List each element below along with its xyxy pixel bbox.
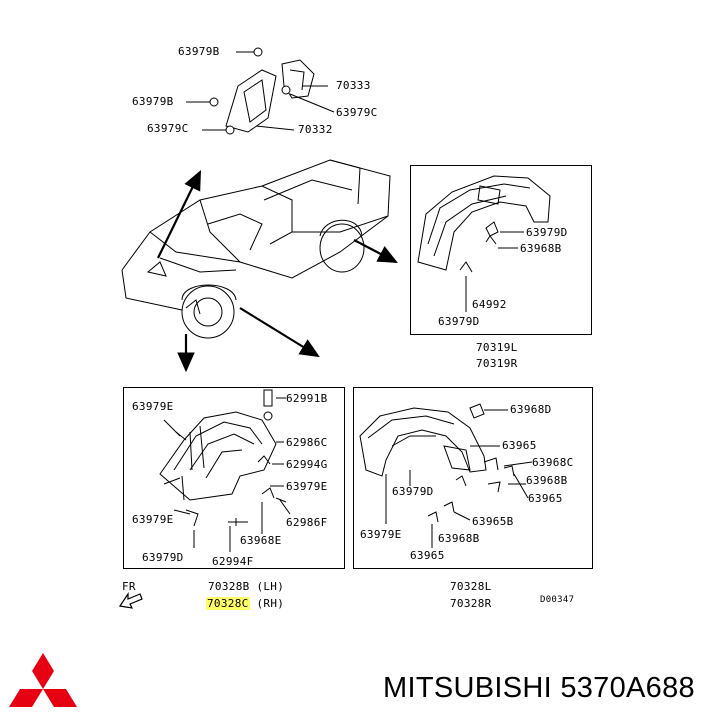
assembly-caption: 70319L [476,341,518,354]
front-liner-illustration [159,389,291,552]
assembly-caption: 70328L [450,580,492,593]
rear-liner-illustration [359,403,533,548]
callout-arrows [157,170,398,373]
assembly-caption-highlighted: 70328C (RH) [206,597,285,610]
part-label: 63979D [392,485,434,498]
part-label: 63979E [286,480,328,493]
part-label: 62986F [286,516,328,529]
part-label: 63968B [520,242,562,255]
part-label: 62991B [286,392,328,405]
part-label: 63979B [178,45,220,58]
pickup-truck-illustration [121,159,391,339]
part-label: 63979D [142,551,184,564]
diagram-code: D00347 [540,595,575,605]
brand-part-number: MITSUBISHI 5370A688 [383,672,695,704]
part-label: 63965B [472,515,514,528]
front-liner-box [123,387,345,569]
part-label: 63979E [360,528,402,541]
assembly-caption: 70328B (LH) [208,580,285,593]
top-splash-shield-illustration [186,47,335,135]
part-label: 63965 [410,549,445,562]
part-label: 63979B [132,95,174,108]
part-label: 63979D [438,315,480,328]
part-label: 63979D [526,226,568,239]
part-label: 63968C [532,456,574,469]
part-label: 63965 [528,492,563,505]
rear-mudguard-box [410,165,592,335]
part-label: 63968B [438,532,480,545]
part-label: 63979C [147,122,189,135]
part-label: 62986C [286,436,328,449]
part-label: 62994G [286,458,328,471]
mitsubishi-three-diamonds-logo [9,653,77,707]
front-direction-label: FR [122,580,136,593]
rear-liner-box [353,387,593,569]
part-label: 63968B [526,474,568,487]
part-label: 64992 [472,298,507,311]
part-label: 63968D [510,403,552,416]
part-label: 63965 [502,439,537,452]
part-label: 63979E [132,513,174,526]
part-label: 63979E [132,400,174,413]
side-suffix: (RH) [256,597,285,610]
part-label: 62994F [212,555,254,568]
part-label: 70332 [298,123,333,136]
rear-mudguard-illustration [417,175,551,312]
part-label: 70333 [336,79,371,92]
part-label: 63968E [240,534,282,547]
highlighted-part-number: 70328C [206,597,250,610]
part-label: 63979C [336,106,378,119]
assembly-caption: 70328R [450,597,492,610]
assembly-caption: 70319R [476,357,518,370]
front-direction-arrow-icon [118,592,143,609]
